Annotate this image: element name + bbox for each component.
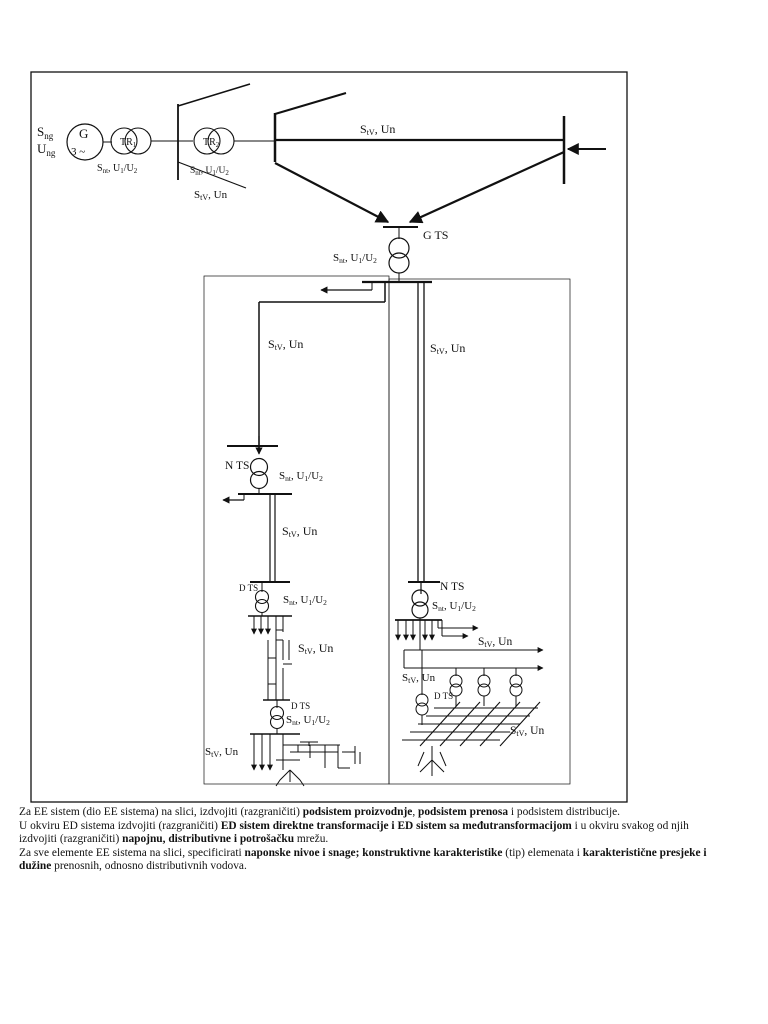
generator-voltage-label: Ung — [37, 141, 56, 158]
low-voltage-grid — [402, 701, 541, 776]
generator: G 3 ~ Sng Ung — [37, 123, 104, 161]
nts-label-right: N TS — [440, 581, 464, 593]
dts-rating-lower: Snt, U1/U2 — [286, 714, 330, 727]
dts-label-lower: D TS — [291, 701, 310, 711]
nts-rating-right: Snt, U1/U2 — [432, 600, 476, 613]
caption-text: Za EE sistem (dio EE sistema) na slici, … — [19, 806, 303, 818]
tr2-label: TR2 — [203, 137, 220, 149]
line-label-left-4: StV, Un — [205, 746, 239, 759]
transformer-dts-left — [254, 589, 270, 614]
caption-bold: podsistem proizvodnje — [302, 806, 413, 818]
task-caption: Za EE sistem (dio EE sistema) na slici, … — [19, 806, 719, 874]
caption-text: i podsistem distribucije. — [508, 806, 621, 818]
transformer-tr1: TR1 Snt, U1/U2 — [97, 127, 152, 175]
nts-label-left: N TS — [225, 460, 249, 472]
line-label-right-3: StV, Un — [402, 672, 436, 685]
caption-paragraph-3: Za sve elemente EE sistema na slici, spe… — [19, 847, 719, 874]
caption-paragraph-2: U okviru ED sistema izdvojiti (razgranič… — [19, 820, 719, 847]
caption-text: i u okviru svakog od njih izdvojiti (raz… — [19, 819, 689, 846]
caption-bold: naponske nivoe i snage; konstruktivne ka… — [244, 846, 503, 859]
line-label-tr2: StV, Un — [194, 189, 228, 202]
outer-frame — [30, 71, 628, 803]
caption-text: (tip) elemenata i — [502, 846, 583, 859]
caption-text: , — [412, 806, 419, 818]
transformer-dts-lower — [269, 705, 285, 730]
line-label-right-4: StV, Un — [510, 725, 544, 738]
transformer-gts — [388, 237, 410, 274]
line-label-right-2: StV, Un — [478, 636, 512, 649]
line-label-left-2: StV, Un — [282, 524, 317, 539]
tr2-rating: Snt, U1/U2 — [190, 166, 229, 177]
caption-bold: napojnu, distributivne i potrošačku — [122, 833, 295, 846]
caption-text: mrežu. — [294, 833, 329, 846]
line-label-left-3: StV, Un — [298, 641, 333, 656]
caption-bold: karakteristične presjeke i dužine — [19, 846, 707, 873]
generator-letter: G — [79, 126, 88, 141]
generator-power-label: Sng — [37, 124, 54, 141]
caption-bold: ED sistem direktne transformacije i ED s… — [220, 819, 572, 832]
tr1-label: TR1 — [120, 137, 137, 149]
line-label-left: StV, Un — [268, 337, 303, 352]
transformer-nts-right — [411, 589, 429, 619]
inner-frame-right — [388, 278, 571, 785]
dts-label-left: D TS — [239, 583, 258, 593]
line-label-right: StV, Un — [430, 341, 465, 356]
tr1-rating: Snt, U1/U2 — [97, 163, 138, 175]
dts-label-right: D TS — [434, 691, 453, 701]
caption-text: Za sve elemente EE sistema na slici, spe… — [19, 846, 245, 859]
gts-label: G TS — [423, 228, 448, 242]
caption-text: prenosnih, odnosno distributivnih vodova… — [51, 860, 247, 873]
transformer-tr2: TR2 Snt, U1/U2 — [190, 127, 235, 177]
transformer-nts-left — [249, 457, 269, 490]
gts-rating: Snt, U1/U2 — [333, 252, 377, 265]
caption-paragraph-1: Za EE sistem (dio EE sistema) na slici, … — [19, 806, 719, 820]
generator-phase: 3 ~ — [71, 146, 85, 158]
dts-rating-left: Snt, U1/U2 — [283, 594, 327, 607]
caption-text: U okviru ED sistema izdvojiti (razgranič… — [19, 819, 221, 832]
nts-rating-left: Snt, U1/U2 — [279, 470, 323, 483]
caption-bold: podsistem prenosa — [418, 806, 509, 818]
line-label-top: StV, Un — [360, 122, 395, 137]
